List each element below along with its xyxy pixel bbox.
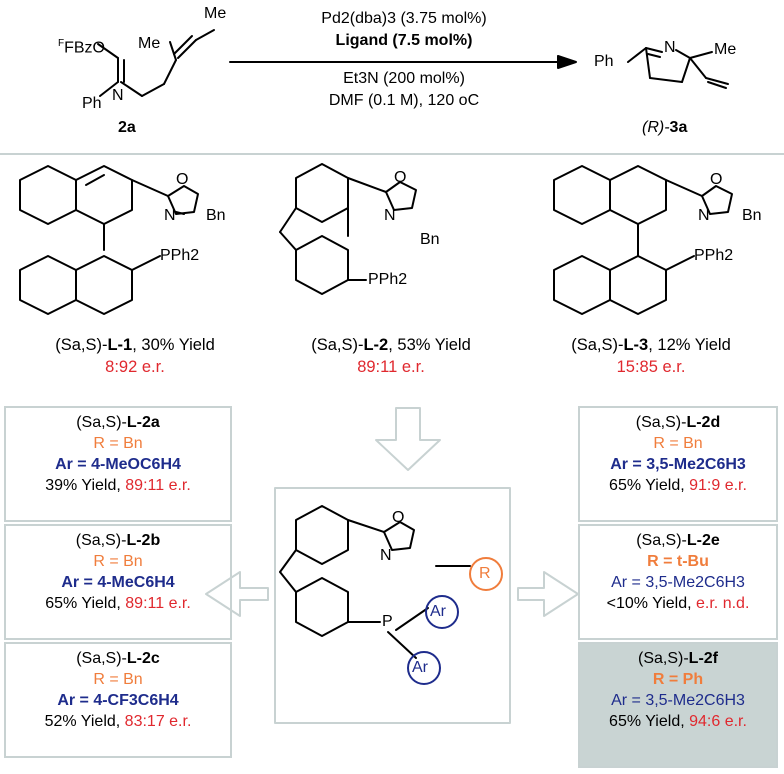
substrate-n-label: N [112,87,124,104]
condition-base: Et3N (200 mol%) [343,70,465,87]
substrate-me-label: Me [138,35,161,52]
condition-ligand: Ligand (7.5 mol%) [335,32,473,49]
variant-box-l2e: (Sa,S)-L-2e R = t-Bu Ar = 3,5-Me2C6H3 <1… [578,524,778,640]
ligand-l3-caption: (Sa,S)-L-3, 12% Yield 15:85 e.r. [571,336,731,376]
variant-box-l2a: (Sa,S)-L-2a R = Bn Ar = 4-MeOC6H4 39% Yi… [4,406,232,522]
generic-ligand-structure [279,505,471,659]
ligand-l1-structure [19,165,199,315]
variant-box-l2c: (Sa,S)-L-2c R = Bn Ar = 4-CF3C6H4 52% Yi… [4,642,232,758]
l2-bn-label: Bn [420,231,440,248]
l1-n-label: N [164,207,176,224]
l1-pph2-label: PPh2 [160,247,200,264]
center-r-label: R [479,565,491,582]
l1-o-label: O [176,171,189,188]
l3-bn-label: Bn [742,207,762,224]
substrate-fbzo-label: FFBzO [58,38,105,57]
center-ar-label-1: Ar [430,603,446,620]
condition-catalyst: Pd2(dba)3 (3.75 mol%) [321,10,487,27]
substrate-ph-label: Ph [82,95,102,112]
variant-box-l2d: (Sa,S)-L-2d R = Bn Ar = 3,5-Me2C6H3 65% … [578,406,778,522]
substrate-structure [97,29,215,97]
l2-pph2-label: PPh2 [368,271,408,288]
condition-solvent: DMF (0.1 M), 120 oC [328,92,480,109]
product-ph-label: Ph [594,53,614,70]
product-n-label: N [664,39,676,56]
ligand-l2-caption: (Sa,S)-L-2, 53% Yield 89:11 e.r. [311,336,471,376]
ligand-l3-structure [553,165,733,315]
substrate-me-terminal-label: Me [204,5,227,22]
ligand-l1-caption: (Sa,S)-L-1, 30% Yield 8:92 e.r. [55,336,215,376]
ligand-l2-structure [279,163,417,295]
center-o-label: O [392,509,405,526]
l3-o-label: O [710,171,723,188]
center-ar-label-2: Ar [412,659,428,676]
l2-n-label: N [384,207,396,224]
variant-box-l2b: (Sa,S)-L-2b R = Bn Ar = 4-MeC6H4 65% Yie… [4,524,232,640]
left-arrow [205,571,269,617]
l2-o-label: O [394,169,407,186]
substrate-label: 2a [118,119,136,136]
l3-n-label: N [698,207,710,224]
variant-box-l2f: (Sa,S)-L-2f R = Ph Ar = 3,5-Me2C6H3 65% … [578,642,778,768]
center-box [274,487,511,724]
right-arrow [517,571,579,617]
l3-pph2-label: PPh2 [694,247,734,264]
product-structure [627,47,729,89]
center-p-label: P [382,613,393,630]
product-me-label: Me [714,41,737,58]
product-label: (R)-3a [642,119,688,136]
center-n-label: N [380,547,392,564]
l1-bn-label: Bn [206,207,226,224]
down-arrow [375,407,441,471]
